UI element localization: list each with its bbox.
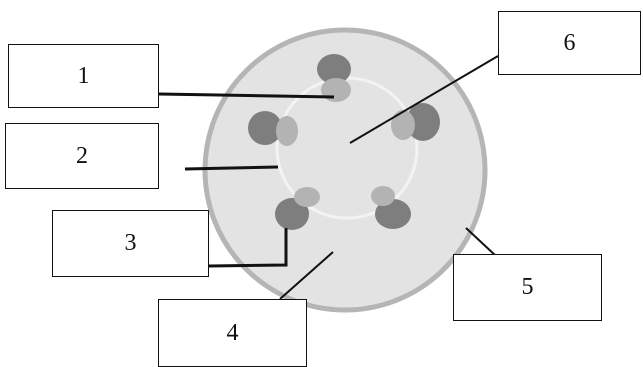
label-box-6: 6: [498, 11, 641, 75]
label-box-4: 4: [158, 299, 307, 367]
label-1-text: 1: [78, 63, 90, 90]
label-box-5: 5: [453, 254, 602, 321]
label-4-text: 4: [227, 320, 239, 347]
label-3-text: 3: [125, 230, 137, 257]
label-6-text: 6: [564, 30, 576, 57]
leader-line-5: [466, 228, 496, 256]
label-box-1: 1: [8, 44, 159, 108]
label-5-text: 5: [522, 274, 534, 301]
label-box-3: 3: [52, 210, 209, 277]
label-2-text: 2: [76, 143, 88, 170]
leader-line-2: [185, 167, 278, 169]
label-box-2: 2: [5, 123, 159, 189]
